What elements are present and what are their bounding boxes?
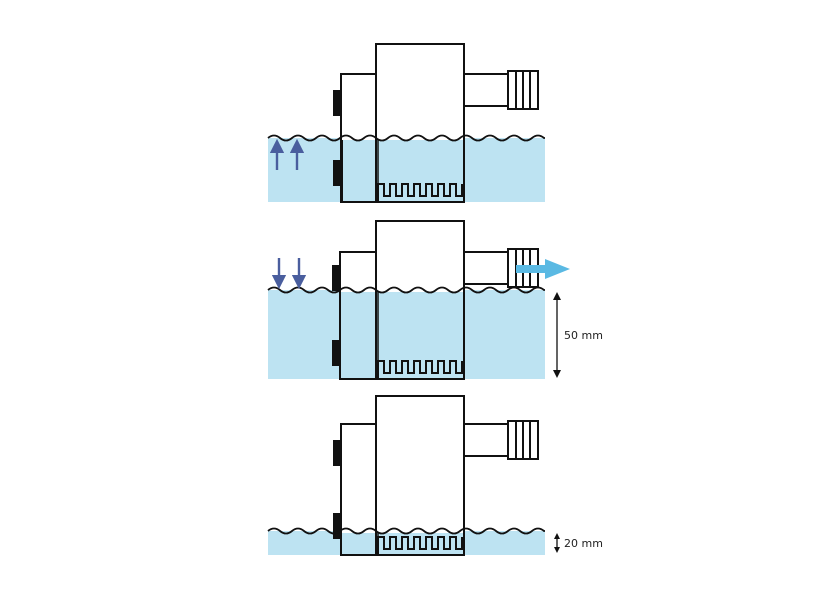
switch-tab (332, 265, 339, 291)
dimension-line (553, 292, 561, 378)
intake-grille (377, 536, 463, 554)
dimension-label: 50 mm (564, 329, 603, 342)
hose-barb (463, 420, 539, 460)
right-arrow (516, 259, 570, 279)
water-surface-wave (267, 286, 545, 294)
dimension-line (554, 533, 560, 553)
dimension-label: 20 mm (564, 537, 603, 550)
switch-tab (333, 90, 340, 116)
panel-3: 20 mm (267, 395, 603, 556)
switch-tab (333, 440, 340, 466)
water-surface-wave (267, 134, 545, 142)
panel-1 (267, 43, 545, 203)
intake-grille (377, 183, 463, 201)
intake-grille (377, 360, 463, 378)
hose-barb (463, 70, 539, 110)
panel-2: 50 mm (267, 220, 603, 380)
water-surface-wave (267, 527, 545, 535)
switch-tab (332, 340, 339, 366)
